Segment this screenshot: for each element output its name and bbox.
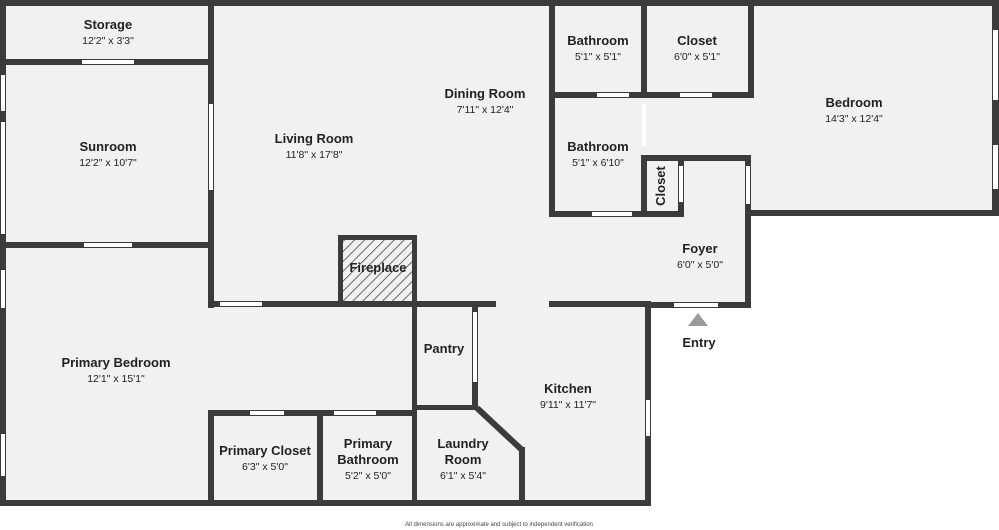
laundry-room-name-line1: Laundry	[437, 436, 489, 451]
kitchen-name: Kitchen	[544, 381, 592, 396]
windows	[1, 30, 998, 476]
dining-room-dims: 7'11" x 12'4"	[457, 104, 514, 116]
primary-bathroom-dims: 5'2" x 5'0"	[345, 470, 391, 482]
bathroom-2-dims: 5'1" x 6'10"	[572, 157, 624, 169]
dining-room-name: Dining Room	[445, 86, 526, 101]
foyer-dims: 6'0" x 5'0"	[677, 259, 723, 271]
primary-bathroom-name-line2: Bathroom	[337, 452, 398, 467]
bathroom-2-name: Bathroom	[567, 139, 628, 154]
closet-1-name: Closet	[677, 33, 717, 48]
main-floor	[3, 3, 995, 503]
laundry-room-dims: 6'1" x 5'4"	[440, 470, 486, 482]
fireplace-hearth	[341, 237, 414, 301]
primary-closet-dims: 6'3" x 5'0"	[242, 461, 288, 473]
storage-name: Storage	[84, 17, 132, 32]
primary-bedroom-dims: 12'1" x 15'1"	[87, 373, 145, 385]
bathroom-1-name: Bathroom	[567, 33, 628, 48]
floor-areas	[3, 3, 995, 503]
fireplace-name: Fireplace	[349, 260, 406, 275]
bedroom-name: Bedroom	[825, 95, 882, 110]
living-room-name: Living Room	[275, 131, 354, 146]
sunroom-name: Sunroom	[79, 139, 136, 154]
living-room-dims: 11'8" x 17'8"	[286, 149, 343, 161]
primary-closet-name: Primary Closet	[219, 443, 311, 458]
primary-bathroom-name-line1: Primary	[344, 436, 393, 451]
primary-bedroom-name: Primary Bedroom	[61, 355, 170, 370]
closet-1-dims: 6'0" x 5'1"	[674, 51, 720, 63]
sunroom-dims: 12'2" x 10'7"	[79, 157, 137, 169]
kitchen-dims: 9'11" x 11'7"	[540, 399, 596, 411]
laundry-room-name-line2: Room	[445, 452, 482, 467]
disclaimer-text: All dimensions are approximate and subje…	[405, 522, 593, 528]
bathroom-1-dims: 5'1" x 5'1"	[575, 51, 621, 63]
room-labels: Storage 12'2" x 3'3" Sunroom 12'2" x 10'…	[61, 17, 883, 528]
storage-dims: 12'2" x 3'3"	[82, 35, 134, 47]
foyer-name: Foyer	[682, 241, 717, 256]
entry-label: Entry	[682, 335, 716, 350]
bedroom-dims: 14'3" x 12'4"	[825, 113, 883, 125]
closet-2-name: Closet	[653, 165, 668, 205]
entry-arrow-icon	[688, 313, 708, 326]
pantry-name: Pantry	[424, 341, 465, 356]
